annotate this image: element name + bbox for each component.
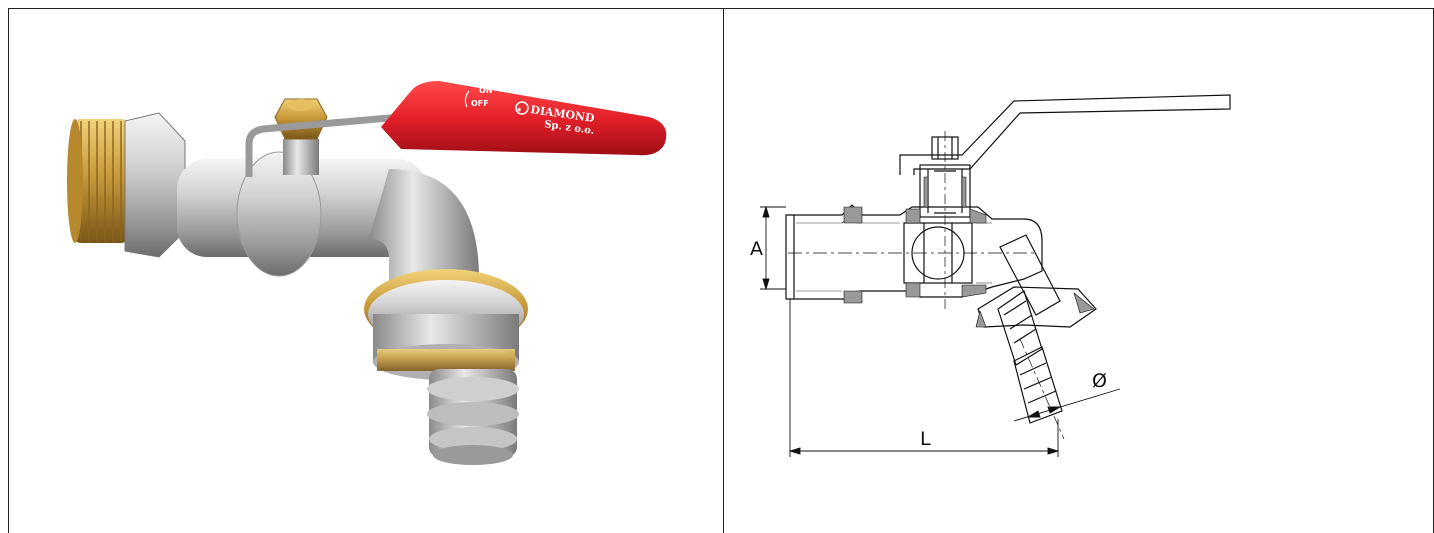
- column-divider: [723, 8, 724, 533]
- technical-drawing-cell: A L Ø: [724, 9, 1433, 533]
- brass-thread: [67, 119, 129, 243]
- product-photo-cell: ◉ DIAMOND Sp. z o.o. ON OFF: [9, 9, 723, 533]
- handle-print: ◉ DIAMOND Sp. z o.o. ON OFF: [464, 86, 596, 137]
- drawing-outlet: [975, 234, 1097, 440]
- lever-handle: [381, 81, 667, 156]
- dimension-a: [760, 205, 786, 291]
- drawing-hatching: [843, 176, 987, 304]
- drawing-body: [785, 204, 1043, 300]
- dimension-l-label: L: [920, 428, 931, 450]
- on-label: ON: [479, 86, 493, 95]
- drawing-lever: [899, 94, 1231, 175]
- table-frame: [8, 8, 1434, 533]
- technical-drawing: A L Ø: [750, 94, 1231, 457]
- off-label: OFF: [471, 99, 489, 108]
- dimension-l: [788, 299, 1060, 457]
- product-photo: ◉ DIAMOND Sp. z o.o. ON OFF: [67, 81, 667, 465]
- dimension-a-label: A: [750, 238, 763, 260]
- svg-text:◉: ◉: [517, 107, 521, 113]
- dimension-diameter-label: Ø: [1092, 370, 1107, 392]
- hex-nut: [124, 112, 186, 258]
- hose-tail: [427, 369, 519, 465]
- dimension-diameter: [1013, 388, 1121, 422]
